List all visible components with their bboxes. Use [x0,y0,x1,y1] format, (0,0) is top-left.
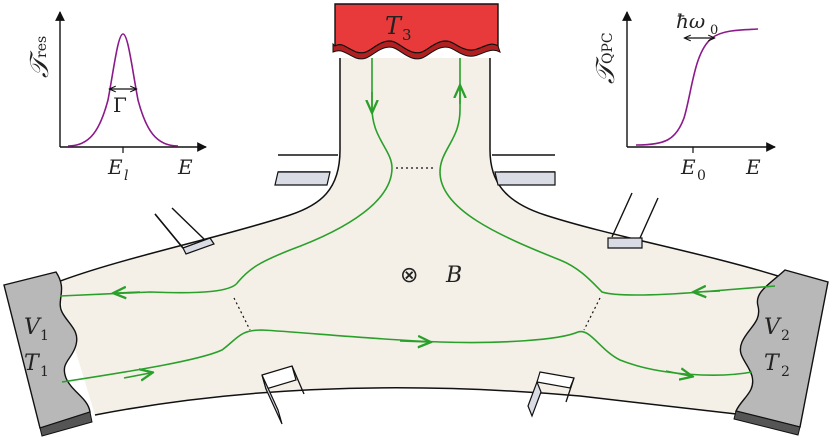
field-label: B [445,263,462,288]
left-plot: Γ E l E 𝒯 res [25,11,207,184]
contact-right-v-sub: 2 [781,328,790,344]
gate-right-arm [607,192,659,249]
arrow-left-upper [116,292,141,293]
contact-right: V 2 T 2 [733,269,829,436]
arrow-right-lower-left [123,373,150,378]
device-outline-upper-left [54,58,341,284]
contact-left: V 1 T 1 [3,271,93,437]
device-region [55,58,778,415]
contact-left-t: T [24,351,41,376]
right-plot-tick-sub: 0 [697,168,706,184]
edge-channel-top-left [59,58,393,297]
right-plot-tick: E [680,155,696,179]
right-plot-width-label: ħω [676,9,705,33]
contact-t3-sub: 3 [402,26,412,44]
contact-left-v: V [24,315,42,340]
left-plot-curve [67,33,179,147]
contact-right-v: V [764,315,782,340]
gate-top-right [492,154,556,186]
gate-top-left [274,154,338,186]
arrow-right-middle [399,341,428,342]
gate-bottom-left [261,365,305,425]
right-plot-curve [635,28,759,146]
left-plot-ylabel-sub: res [34,36,50,58]
arrow-right-lower-right [665,371,690,376]
gate-left-arm [154,207,215,255]
arrow-left-right-upper [696,291,721,292]
contact-left-v-sub: 1 [40,328,49,344]
device-outline-upper-right [489,58,779,277]
contact-top-t3: T 3 [332,3,501,60]
contact-t3-label: T [385,12,403,40]
edge-channel-top-right [439,58,776,296]
contact-left-t-sub: 1 [40,364,49,380]
left-plot-tick: E [107,155,123,179]
tunneling-links [233,167,601,331]
right-plot-width-sub: 0 [710,23,718,38]
left-plot-width-label: Γ [113,93,127,117]
left-plot-tick-sub: l [124,168,128,184]
edge-channels [59,58,776,383]
left-plot-xlabel: E [177,155,193,179]
right-plot-ylabel-sub: QPC [600,32,616,64]
gate-bottom-right [527,371,575,418]
right-plot-xlabel: E [745,155,761,179]
edge-channel-bottom [61,329,753,383]
field-symbol: ⊗ [400,263,418,288]
contact-right-t: T [764,351,781,376]
contact-right-t-sub: 2 [781,364,790,380]
right-plot: ħω 0 E 0 E 𝒯 QPC [591,9,776,184]
device-outline-bottom [94,387,746,416]
